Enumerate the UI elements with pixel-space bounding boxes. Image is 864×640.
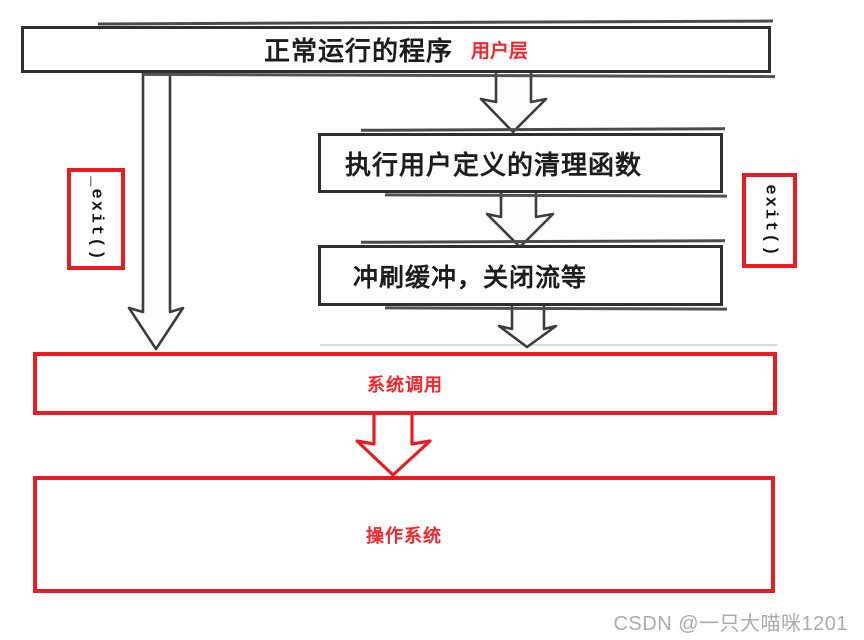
exit-label-box: exit() <box>742 173 797 268</box>
program-box: 正常运行的程序 用户层 <box>21 26 771 73</box>
flush-buffer-box-label: 冲刷缓冲，关闭流等 <box>353 264 588 292</box>
underscore-exit-label-box: _exit() <box>67 168 125 270</box>
user-layer-label: 用户层 <box>471 41 529 62</box>
csdn-watermark: CSDN @一只大喵咪1201 <box>613 613 848 635</box>
exit-label: exit() <box>760 183 779 258</box>
program-box-label: 正常运行的程序 <box>263 37 453 66</box>
syscall-box-label: 系统调用 <box>367 374 443 395</box>
down-arrow-3-icon <box>497 302 558 349</box>
os-box: 操作系统 <box>33 476 775 593</box>
down-arrow-2-icon <box>485 189 555 249</box>
cleanup-box: 执行用户定义的清理函数 <box>318 133 723 193</box>
down-arrow-1-icon <box>479 69 548 134</box>
os-box-label: 操作系统 <box>366 525 442 546</box>
cleanup-box-label: 执行用户定义的清理函数 <box>345 150 643 180</box>
exit-direct-down-arrow-icon <box>127 69 185 351</box>
underscore-exit-label: _exit() <box>86 176 106 262</box>
red-down-arrow-icon <box>355 411 432 477</box>
layer-divider-line <box>320 344 777 346</box>
flush-buffer-box: 冲刷缓冲，关闭流等 <box>318 245 723 306</box>
syscall-box: 系统调用 <box>33 352 777 415</box>
